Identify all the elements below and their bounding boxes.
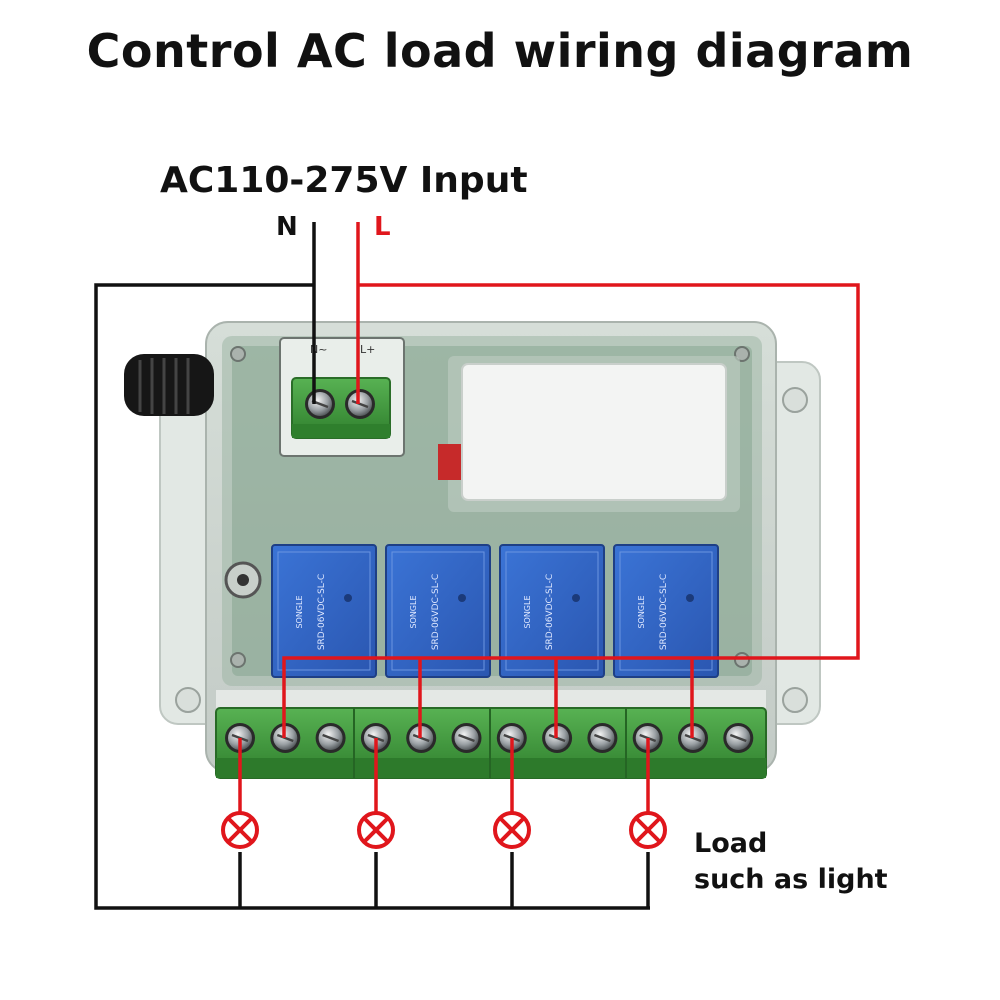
mounting-hole (230, 346, 246, 362)
relay-brand-text: SONGLE (523, 595, 532, 628)
neutral-return-wire (94, 283, 650, 910)
power-input-terminal: N~ L+ (279, 337, 405, 457)
output-terminal-screw (722, 721, 755, 755)
relay-brand-text: SONGLE (409, 595, 418, 628)
mounting-hole (782, 687, 808, 713)
mounting-hole (230, 652, 246, 668)
neutral-wires (94, 222, 650, 910)
relay-model-text: SRD-06VDC-SL-C (545, 574, 555, 650)
relay-model-text: SRD-06VDC-SL-C (317, 574, 327, 650)
neutral-label: N (276, 212, 298, 242)
output-terminal-screw (314, 721, 347, 755)
lamp-icon (493, 811, 531, 849)
output-terminal-screw (450, 721, 483, 755)
mounting-hole (782, 387, 808, 413)
output-terminal-strip (215, 690, 767, 779)
mounting-hole (175, 687, 201, 713)
load-label: Load such as light (694, 826, 888, 898)
relay-3: SRD-06VDC-SL-C SONGLE (499, 544, 605, 678)
relay-4: SRD-06VDC-SL-C SONGLE (613, 544, 719, 678)
terminal-label-l: L+ (360, 343, 375, 356)
relay-group: SRD-06VDC-SL-C SONGLE SRD-06VDC-SL-C SONGLE… (271, 544, 719, 678)
mounting-hole (734, 652, 750, 668)
antenna-coil (124, 354, 214, 416)
relay-model-text: SRD-06VDC-SL-C (431, 574, 441, 650)
load-label-line1: Load (694, 828, 768, 859)
lamp-icon (221, 811, 259, 849)
live-wires (238, 222, 860, 812)
lamp-icon (357, 811, 395, 849)
load-lamps (221, 811, 667, 849)
lamp-icon (629, 811, 667, 849)
diagram-title: Control AC load wiring diagram (86, 24, 914, 78)
mounting-hole (734, 346, 750, 362)
live-label: L (374, 212, 391, 242)
relay-model-text: SRD-06VDC-SL-C (659, 574, 669, 650)
relay-2: SRD-06VDC-SL-C SONGLE (385, 544, 491, 678)
input-voltage-label: AC110-275V Input (160, 160, 528, 201)
load-label-line2: such as light (694, 864, 888, 895)
module-sticker (438, 356, 740, 512)
relay-1: SRD-06VDC-SL-C SONGLE (271, 544, 377, 678)
relay-brand-text: SONGLE (637, 595, 646, 628)
relay-brand-text: SONGLE (295, 595, 304, 628)
live-bus-wire (282, 283, 860, 738)
output-terminal-screw (586, 721, 619, 755)
